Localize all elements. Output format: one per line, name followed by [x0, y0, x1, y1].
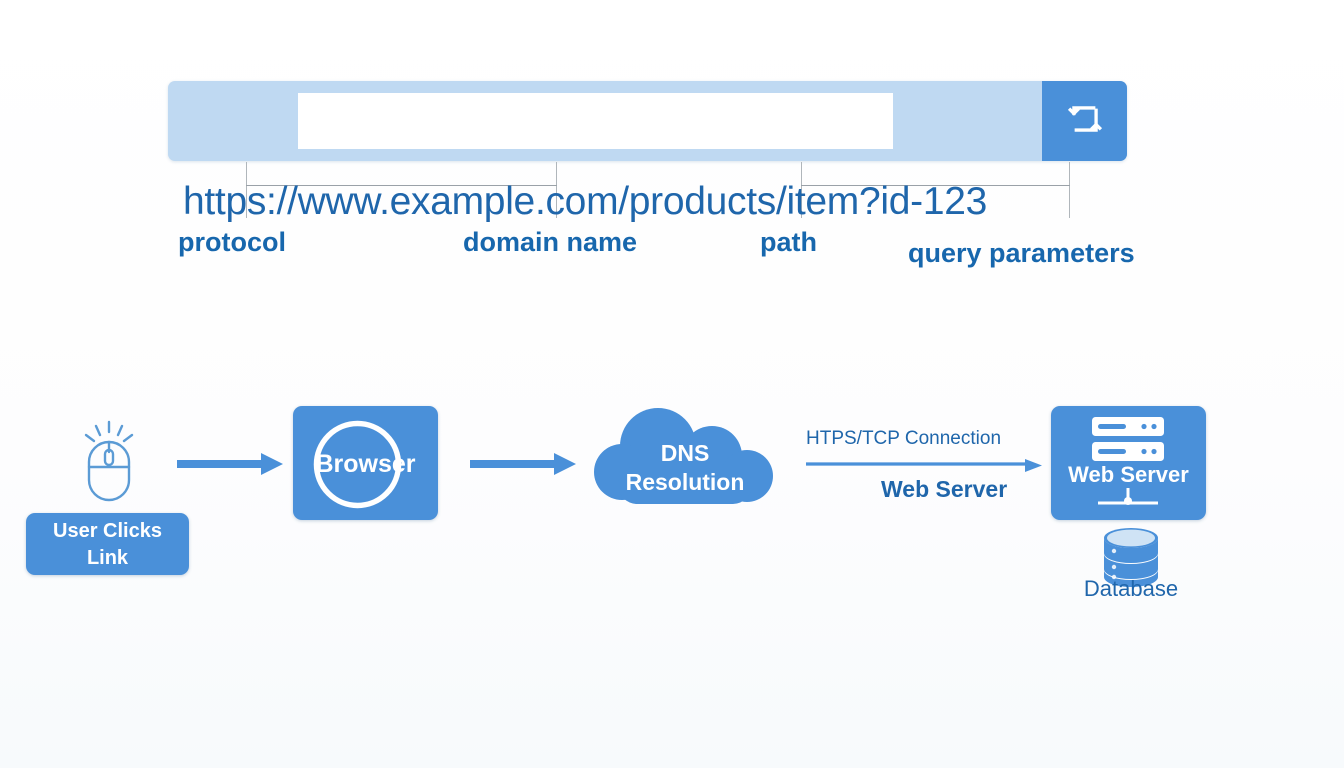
mouse-click-icon [76, 418, 142, 515]
user-clicks-link-label-line2: Link [86, 547, 129, 569]
dns-label-line1: DNS [660, 440, 710, 466]
connection-bottom-label: Web Server [881, 476, 1008, 502]
bracket-tick-path [801, 162, 802, 218]
segment-label-query-parameters: query parameters [908, 238, 1135, 268]
server-connector-icon [1092, 488, 1164, 517]
database-cylinder-icon [1100, 527, 1162, 592]
url-text[interactable]: https://www.example.com/products/item?id… [183, 180, 987, 223]
database-label: Database [1083, 576, 1179, 601]
dns-label-line2: Resolution [625, 469, 745, 495]
web-server-label: Web Server [1068, 462, 1189, 487]
user-clicks-link-label-line1: User Clicks [53, 520, 162, 542]
refresh-button[interactable] [1042, 81, 1127, 161]
url-bar[interactable]: https://www.example.com/products/item?id… [168, 81, 1127, 223]
circle-outline-icon [311, 418, 404, 516]
server-rack-icon [1092, 417, 1164, 468]
cloud-icon [592, 404, 778, 515]
bracket-tick-domain [556, 162, 557, 218]
bracket-rule-right [801, 185, 1070, 186]
url-input-field[interactable] [298, 93, 893, 149]
user-clicks-link-box[interactable] [26, 513, 189, 575]
browser-label: Browser [315, 450, 416, 478]
bracket-tick-protocol [246, 162, 247, 218]
segment-label-path: path [760, 227, 817, 257]
refresh-loop-icon [1066, 100, 1104, 143]
segment-label-domain-name: domain name [463, 227, 638, 257]
bracket-rule-left [246, 185, 557, 186]
arrow-user-to-browser [177, 450, 284, 483]
arrow-browser-to-dns [470, 450, 577, 483]
segment-label-protocol: protocol [178, 227, 286, 257]
connection-top-label: HTPS/TCP Connection [806, 428, 1002, 449]
arrow-dns-to-server [806, 458, 1042, 479]
bracket-tick-query [1069, 162, 1070, 218]
